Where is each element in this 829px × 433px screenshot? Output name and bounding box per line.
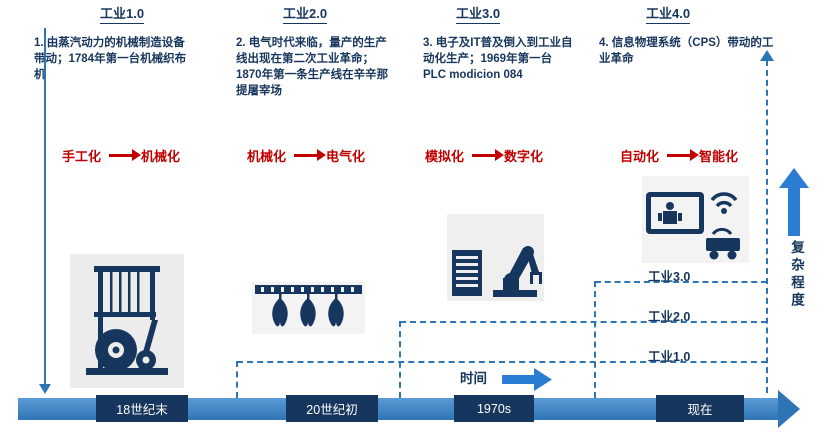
assembly-line-icon [255, 285, 362, 327]
transition-to-label: 智能化 [699, 149, 739, 164]
timeline-arrow-tip-icon [778, 390, 800, 428]
era-box-4: 现在 [656, 395, 744, 422]
loom-machine-icon [86, 266, 168, 375]
stage3-figure [447, 214, 544, 301]
stage2-transition: 机械化 电气化 [247, 146, 365, 165]
complexity-axis-label: 复杂程度 [789, 240, 804, 310]
level-line-industry3 [595, 281, 767, 283]
level-line-industry1 [237, 361, 767, 363]
level-drop-line-industry2 [399, 321, 401, 398]
transition-from-label: 手工化 [62, 149, 102, 164]
stage4-transition: 自动化 智能化 [620, 146, 738, 165]
red-arrow-icon [472, 149, 505, 161]
time-arrow-icon [502, 365, 554, 398]
complexity-arrow-icon [779, 168, 809, 243]
stage2-figure [252, 282, 365, 334]
level-drop-line-industry3 [594, 281, 596, 398]
stage2-description: 2. 电气时代来临，量产的生产线出现在第二次工业革命；1870年第一条生产线在辛… [236, 37, 389, 97]
red-arrow-icon [667, 149, 700, 161]
transition-to-label: 机械化 [141, 149, 181, 164]
red-arrow-icon [109, 149, 142, 161]
robot-arm-icon [452, 246, 542, 297]
left-axis-arrow-icon [39, 384, 51, 394]
stage4-description: 4. 信息物理系统（CPS）带动的工业革命 [599, 37, 774, 65]
level-label-industry1: 工业1.0 [648, 350, 691, 364]
stage4-title: 工业4.0 [646, 3, 691, 24]
stage1-figure [70, 254, 184, 388]
stage1-title: 工业1.0 [100, 3, 145, 24]
left-axis-line [44, 28, 46, 386]
stage3-title: 工业3.0 [456, 3, 501, 24]
transition-from-label: 机械化 [247, 149, 287, 164]
transition-from-label: 模拟化 [425, 149, 465, 164]
stage1-description: 1. 由蒸汽动力的机械制造设备带动；1784年第一台机械织布机 [34, 37, 187, 81]
level-label-industry3: 工业3.0 [648, 270, 691, 284]
time-axis-label: 时间 [460, 371, 487, 386]
transition-to-label: 数字化 [504, 149, 544, 164]
stage2-title: 工业2.0 [283, 3, 328, 24]
era-box-3: 1970s [454, 395, 534, 422]
complexity-axis-arrow-icon [760, 50, 774, 61]
red-arrow-icon [294, 149, 327, 161]
era-box-2: 20世纪初 [286, 395, 378, 422]
stage3-description: 3. 电子及IT普及倒入到工业自动化生产；1969年第一台PLC modicio… [423, 37, 573, 81]
level-label-industry2: 工业2.0 [648, 310, 691, 324]
timeline-band [18, 398, 778, 420]
stage1-transition: 手工化 机械化 [62, 146, 180, 165]
transition-from-label: 自动化 [620, 149, 660, 164]
stage3-transition: 模拟化 数字化 [425, 146, 543, 165]
complexity-axis-line [766, 60, 768, 393]
transition-to-label: 电气化 [326, 149, 366, 164]
level-drop-line-industry1 [236, 361, 238, 398]
smart-devices-icon [646, 192, 740, 260]
era-box-1: 18世纪末 [96, 395, 188, 422]
stage4-figure [642, 176, 749, 263]
level-line-industry2 [400, 321, 767, 323]
